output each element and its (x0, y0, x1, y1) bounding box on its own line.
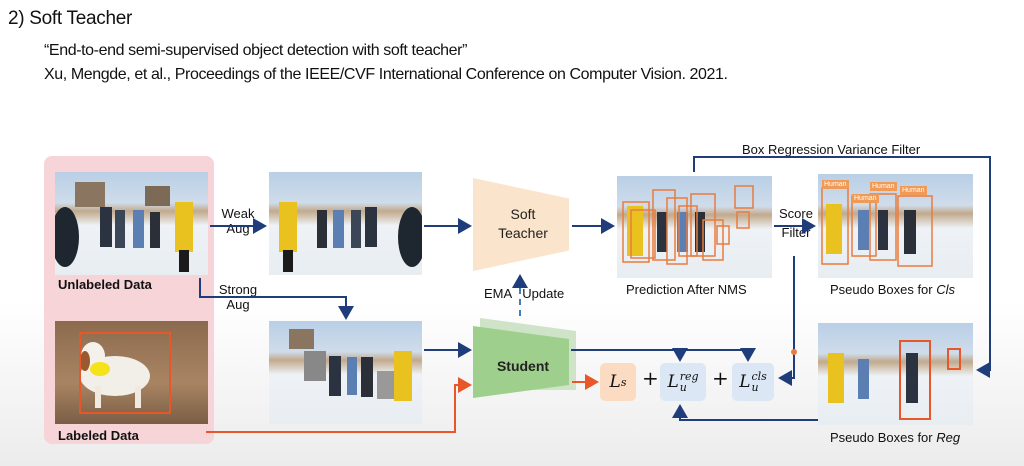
arrow-cls-to-loss (778, 256, 795, 386)
loss-cls-superscript: cls (751, 370, 767, 383)
human-tag: Human (900, 186, 927, 195)
loss-reg-superscript: reg (679, 370, 699, 383)
weak-aug-line2: Aug (226, 221, 250, 236)
human-tag: Human (870, 182, 897, 191)
paper-title: “End-to-end semi-supervised object detec… (44, 42, 468, 59)
prediction-after-nms-label: Prediction After NMS (626, 282, 747, 297)
arrow-student-to-losses (571, 348, 756, 362)
plus-sign: + (642, 366, 659, 390)
weak-aug-line1: Weak (221, 206, 255, 221)
human-tag: Human (822, 180, 849, 189)
soft-teacher-label: Soft Teacher (478, 206, 568, 241)
student-block (473, 326, 569, 398)
plus-sign: + (712, 366, 729, 390)
arrow-box-regression (693, 156, 991, 378)
labeled-image (55, 321, 208, 424)
weak-aug-image (269, 172, 422, 275)
unlabeled-image (55, 172, 208, 275)
arrow-labeled-to-student (206, 377, 472, 433)
loss-reg-subscript: u (679, 381, 687, 394)
loss-cls-symbol: L (739, 372, 751, 392)
pseudo-boxes-reg-em: Reg (936, 430, 961, 445)
loss-s-symbol: L (609, 372, 621, 392)
pseudo-boxes-reg-label: Pseudo Boxes for Reg (830, 430, 960, 445)
loss-s-subscript: s (620, 375, 627, 389)
soft-teacher-line1: Soft (510, 206, 536, 222)
score-filter-line1: Score (779, 206, 813, 221)
strong-aug-line2: Aug (226, 297, 250, 312)
loss-cls-subscript: u (751, 381, 759, 394)
unlabeled-data-label: Unlabeled Data (58, 277, 152, 292)
prediction-image (617, 176, 772, 278)
student-label: Student (496, 358, 550, 374)
pseudo-boxes-cls-label: Pseudo Boxes for Cls (830, 282, 955, 297)
pseudo-boxes-cls-em: Cls (936, 282, 956, 297)
strong-aug-line1: Strong (218, 282, 258, 297)
slide-title: 2) Soft Teacher (8, 8, 133, 29)
pseudo-boxes-cls-image: Human Human Human Human (818, 174, 973, 278)
labeled-data-label: Labeled Data (58, 428, 139, 443)
pseudo-boxes-reg-image (818, 323, 973, 425)
paper-citation: Xu, Mengde, et al., Proceedings of the I… (44, 66, 728, 83)
strong-aug-image (269, 321, 422, 424)
loss-reg-symbol: L (667, 372, 679, 392)
weak-aug-label: Weak Aug (218, 206, 258, 236)
strong-aug-label: Strong Aug (213, 282, 263, 312)
pseudo-boxes-reg-text: Pseudo Boxes for (830, 430, 937, 445)
soft-teacher-line2: Teacher (498, 225, 548, 241)
box-regression-variance-filter-label: Box Regression Variance Filter (742, 142, 921, 157)
pseudo-boxes-cls-text: Pseudo Boxes for (830, 282, 937, 297)
arrow-strong-aug (199, 278, 354, 320)
human-tag: Human (852, 194, 879, 203)
arrow-reg-to-loss (672, 404, 818, 421)
ema-update-label: EMA Update (484, 286, 565, 301)
